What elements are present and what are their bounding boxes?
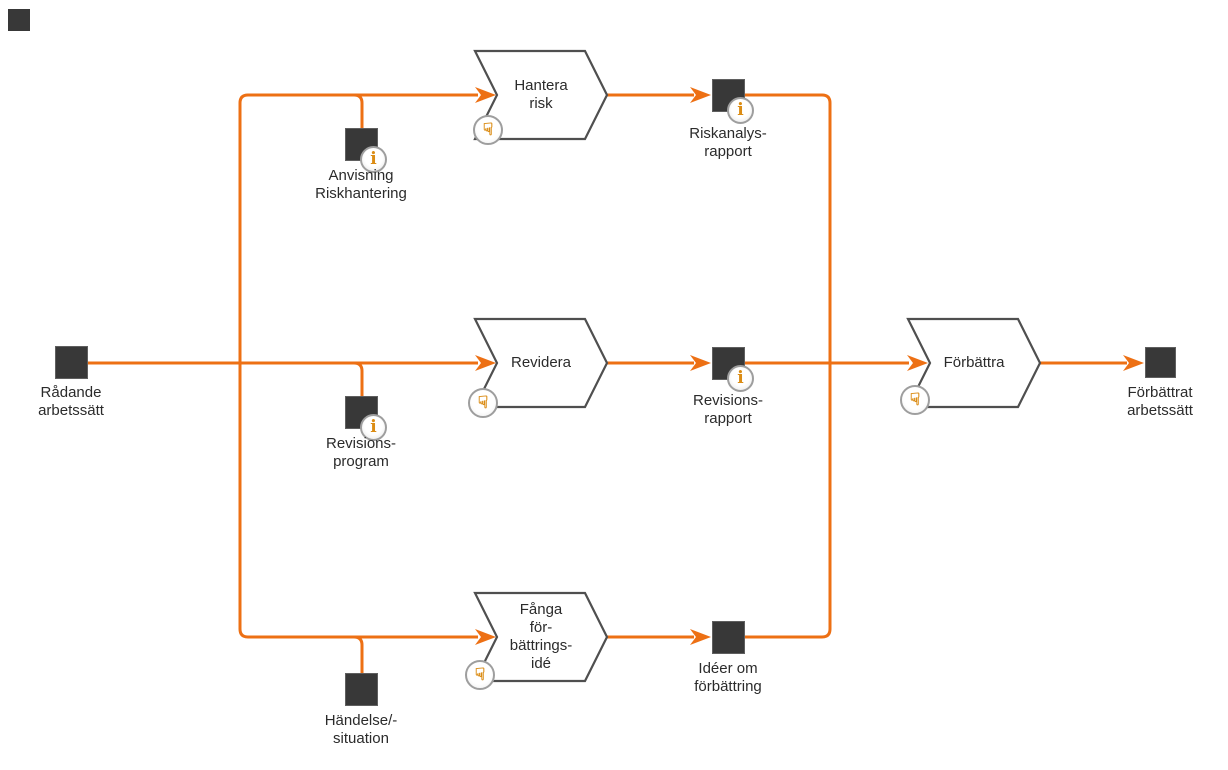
- hand-glyph: ☟: [482, 119, 494, 139]
- node-handelse-situation[interactable]: [345, 673, 378, 706]
- node-label-ideer: Idéer om förbättring: [694, 660, 762, 695]
- arrowhead-riskanalys: [690, 87, 711, 103]
- hand-down-icon-forbattra[interactable]: ☟: [900, 385, 930, 415]
- info-glyph: i: [370, 149, 377, 169]
- connector-drop-handelse: [353, 635, 364, 673]
- node-label-riskanalysrapport: Riskanalys- rapport: [689, 125, 767, 160]
- info-glyph: i: [737, 368, 744, 388]
- connector-drop-revisionsprogram: [353, 361, 364, 396]
- step-revidera[interactable]: [473, 317, 609, 409]
- hand-down-icon-revidera[interactable]: ☟: [468, 388, 498, 418]
- hand-glyph: ☟: [909, 389, 921, 409]
- node-radande-arbetssatt[interactable]: [55, 346, 88, 379]
- arrowhead-forbattrat: [1123, 355, 1144, 371]
- step-forbattra[interactable]: [906, 317, 1042, 409]
- connector-branch-top: [238, 93, 478, 363]
- info-icon-revisionsrapport[interactable]: i: [727, 365, 754, 392]
- connector-merge-right: [745, 93, 832, 639]
- arrowhead-ideer: [690, 629, 711, 645]
- node-label-revisionsrapport: Revisions- rapport: [692, 392, 764, 427]
- node-label-radande: Rådande arbetssätt: [38, 384, 104, 419]
- arrowhead-fanga: [475, 629, 496, 645]
- hand-glyph: ☟: [474, 664, 486, 684]
- info-glyph: i: [370, 417, 377, 437]
- arrowhead-revidera: [475, 355, 496, 371]
- node-label-anvisning: Anvisning Riskhantering: [315, 167, 407, 202]
- arrowhead-revisionsrapport: [690, 355, 711, 371]
- step-hantera-risk[interactable]: [473, 49, 609, 141]
- node-forbattrat-arbetssatt[interactable]: [1145, 347, 1176, 378]
- info-icon-revisionsprogram[interactable]: i: [360, 414, 387, 441]
- node-label-revisionsprogram: Revisions- program: [325, 435, 397, 470]
- step-fanga-forbattringside[interactable]: [473, 591, 609, 683]
- arrowhead-forbattra: [907, 355, 928, 371]
- node-ideer-om-forbattring[interactable]: [712, 621, 745, 654]
- arrowhead-hantera: [475, 87, 496, 103]
- info-glyph: i: [737, 100, 744, 120]
- info-icon-riskanalysrapport[interactable]: i: [727, 97, 754, 124]
- connector-drop-anvisning: [353, 93, 364, 128]
- connector-branch-bottom: [238, 363, 478, 639]
- hand-glyph: ☟: [477, 392, 489, 412]
- info-icon-anvisning[interactable]: i: [360, 146, 387, 173]
- corner-marker: [8, 9, 30, 31]
- node-label-handelse: Händelse/- situation: [324, 712, 398, 747]
- node-label-forbattrat: Förbättrat arbetssätt: [1127, 384, 1193, 419]
- hand-down-icon-hantera[interactable]: ☟: [473, 115, 503, 145]
- hand-down-icon-fanga[interactable]: ☟: [465, 660, 495, 690]
